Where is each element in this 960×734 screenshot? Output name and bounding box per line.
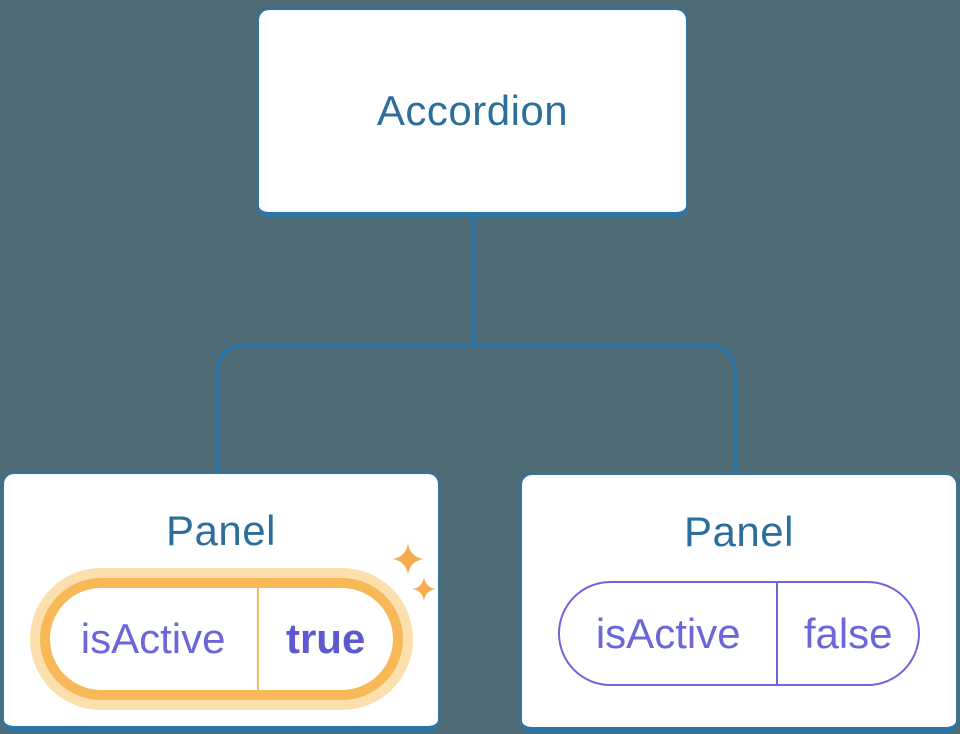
pill-divider — [256, 588, 259, 691]
connector-branches — [215, 343, 737, 474]
state-prop-value: true — [285, 615, 366, 663]
sparkle-icon — [412, 577, 436, 601]
panel-node-inactive: Panel isActive false — [520, 473, 958, 733]
state-pill-inactive: isActive false — [558, 581, 920, 687]
pill-divider — [776, 583, 779, 685]
connector-stem — [471, 218, 475, 347]
state-pill: isActive true — [39, 578, 403, 701]
accordion-node: Accordion — [257, 8, 688, 218]
state-prop-name: isActive — [80, 615, 226, 663]
state-prop-value: false — [803, 609, 893, 657]
panel-label: Panel — [684, 508, 794, 555]
panel-label: Panel — [166, 507, 276, 554]
sparkle-icon — [392, 543, 424, 575]
state-prop-name: isActive — [595, 609, 741, 657]
panel-node-active: Panel isActive true — [2, 472, 440, 732]
accordion-label: Accordion — [376, 87, 569, 134]
state-pill-active: isActive true — [29, 568, 413, 711]
